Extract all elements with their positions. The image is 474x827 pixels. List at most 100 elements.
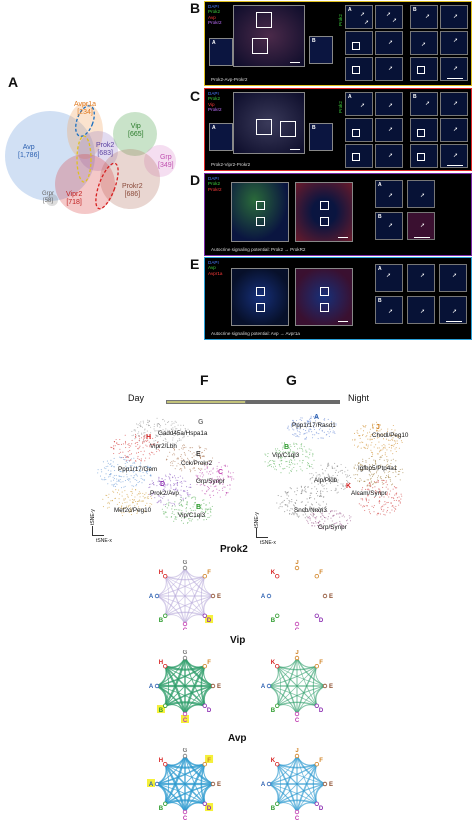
- tsne-point: [163, 513, 165, 515]
- tsne-point: [180, 454, 182, 456]
- tsne-point: [353, 466, 355, 468]
- tsne-point: [296, 470, 298, 472]
- zoom-b-image-c: B: [309, 123, 333, 151]
- tsne-point: [141, 482, 143, 484]
- tsne-point: [222, 478, 224, 480]
- tsne-point: [206, 467, 208, 469]
- tsne-point: [359, 468, 361, 471]
- tsne-point: [310, 420, 312, 422]
- tsne-point: [395, 505, 397, 507]
- tsne-point: [332, 423, 334, 426]
- tsne-point: [377, 447, 379, 449]
- tsne-point: [180, 481, 182, 483]
- tsne-point: [144, 432, 146, 434]
- tsne-point: [379, 513, 382, 515]
- tsne-point: [202, 476, 204, 478]
- tsne-point: [287, 427, 289, 429]
- micro-panel-d: DAPI Prok2 Prokr2 A➚ ➚ B➚ ➚ Autocrine si…: [204, 173, 472, 256]
- tsne-point: [135, 500, 137, 503]
- tsne-point: [142, 495, 144, 497]
- day-cluster-label: Prok2/Avp: [150, 490, 179, 497]
- tsne-point: [365, 467, 367, 469]
- network-edge: [296, 704, 317, 715]
- tsne-point: [105, 468, 107, 470]
- tsne-point: [383, 479, 385, 482]
- tsne-point: [300, 468, 302, 470]
- tsne-point: [169, 502, 171, 504]
- venn-grpr-circle: [46, 194, 58, 206]
- tsne-point: [127, 456, 129, 459]
- tsne-point: [185, 497, 187, 499]
- tsne-point: [157, 441, 159, 443]
- tsne-point: [119, 470, 121, 472]
- tsne-point: [398, 500, 400, 502]
- tsne-point: [348, 482, 350, 484]
- tsne-point: [284, 457, 286, 459]
- tsne-point: [126, 501, 128, 503]
- tsne-point: [178, 438, 180, 440]
- tsne-point: [193, 459, 195, 461]
- tsne-point: [392, 435, 394, 437]
- tsne-point: [333, 523, 335, 525]
- tsne-point: [173, 513, 175, 515]
- tsne-point: [133, 499, 135, 501]
- tsne-point: [299, 433, 301, 435]
- tsne-point: [382, 479, 384, 481]
- tsne-point: [147, 434, 149, 436]
- tsne-point: [222, 479, 224, 481]
- tsne-point: [369, 471, 372, 473]
- tsne-point: [307, 464, 309, 466]
- tsne-point: [134, 460, 137, 462]
- tsne-point: [337, 485, 339, 487]
- tsne-point: [152, 482, 154, 484]
- day-cluster-label: Gadd45a/Hspa1a: [158, 430, 208, 437]
- tsne-point: [373, 480, 375, 483]
- tsne-point: [311, 473, 313, 475]
- network-node-label: F: [207, 570, 211, 576]
- tsne-point: [205, 518, 208, 521]
- tsne-point: [112, 476, 114, 478]
- tsne-point: [384, 472, 386, 474]
- tsne-point: [315, 417, 317, 419]
- tsne-point: [209, 508, 211, 510]
- tsne-point: [292, 455, 294, 457]
- tsne-point: [162, 429, 164, 431]
- tsne-point: [174, 420, 176, 422]
- tsne-point: [124, 479, 126, 482]
- tsne-point: [333, 510, 335, 512]
- tsne-point: [298, 426, 301, 428]
- tsne-point: [386, 438, 388, 440]
- tsne-point: [342, 514, 345, 516]
- tsne-point: [123, 512, 125, 514]
- night-cluster-label: Ppp1r17/Rasd1: [292, 422, 336, 429]
- tsne-point: [137, 441, 139, 443]
- day-letter: D: [160, 481, 166, 488]
- network-edge: [276, 657, 298, 707]
- tsne-point: [137, 444, 139, 446]
- tsne-point: [212, 467, 214, 469]
- tsne-point: [124, 434, 126, 436]
- tsne-point: [379, 477, 381, 479]
- tsne-point: [164, 479, 166, 481]
- tsne-point: [134, 479, 136, 481]
- tsne-point: [174, 454, 176, 456]
- tsne-point: [379, 496, 381, 498]
- network-node: [163, 613, 168, 618]
- tsne-point: [399, 435, 402, 438]
- tsne-point: [314, 434, 316, 436]
- tsne-point: [296, 507, 298, 509]
- tsne-point: [275, 450, 277, 452]
- tsne-point: [395, 466, 397, 468]
- tsne-point: [196, 478, 198, 480]
- tsne-point: [163, 485, 165, 487]
- tsne-point: [388, 474, 390, 476]
- tsne-point: [267, 455, 269, 458]
- tsne-point: [358, 480, 361, 482]
- tsne-point: [210, 485, 212, 487]
- tsne-point: [199, 454, 201, 456]
- tsne-point: [310, 513, 312, 515]
- tsne-point: [387, 488, 389, 490]
- tsne-point: [166, 493, 168, 495]
- tsne-point: [172, 460, 174, 462]
- tsne-point: [309, 506, 311, 508]
